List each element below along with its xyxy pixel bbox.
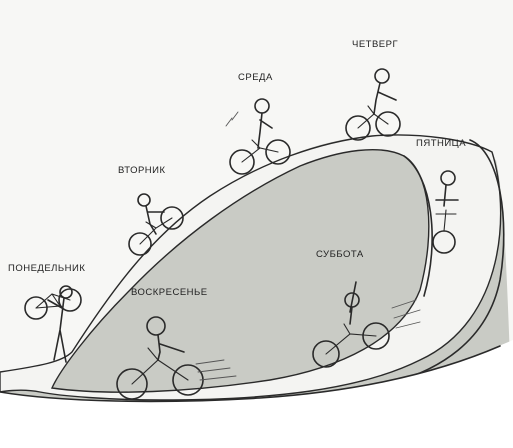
track-edge-inner <box>403 155 433 297</box>
rider-monday <box>24 285 82 363</box>
label-tuesday: ВТОРНИК <box>118 165 166 176</box>
rider-thursday <box>345 68 401 141</box>
rider-tuesday <box>128 193 184 256</box>
label-wednesday: СРЕДА <box>238 72 273 83</box>
ground-foreground <box>0 340 513 448</box>
rider-sunday <box>116 316 237 400</box>
rider-friday <box>432 170 459 254</box>
rider-wednesday <box>225 98 291 175</box>
label-thursday: ЧЕТВЕРГ <box>352 39 399 50</box>
ground-line <box>0 345 501 403</box>
label-friday: ПЯТНИЦА <box>416 138 467 149</box>
label-monday: ПОНЕДЕЛЬНИК <box>8 263 86 274</box>
rider-saturday <box>312 281 421 368</box>
track-edge-outer <box>379 139 505 387</box>
label-sunday: ВОСКРЕСЕНЬЕ <box>131 287 208 298</box>
label-saturday: СУББОТА <box>316 249 364 260</box>
